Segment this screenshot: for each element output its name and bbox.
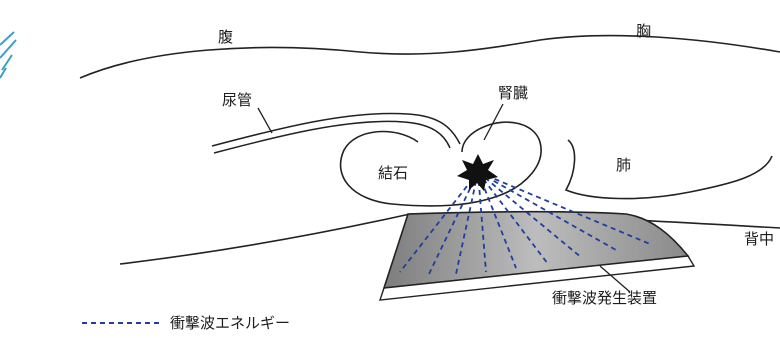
legend-dash-line <box>82 321 160 324</box>
label-abdomen: 腹 <box>218 28 234 46</box>
legend: 衝撃波エネルギー <box>82 312 290 333</box>
device-base <box>378 255 696 301</box>
leader-lines <box>257 103 631 293</box>
label-back: 背中 <box>744 230 775 248</box>
lung-outline <box>564 139 773 200</box>
label-chest: 胸 <box>636 22 652 40</box>
label-stone: 結石 <box>378 164 409 182</box>
legend-label: 衝撃波エネルギー <box>170 314 291 332</box>
label-ureter: 尿管 <box>222 91 253 109</box>
label-device: 衝撃波発生装置 <box>552 289 658 307</box>
blue-decoration <box>0 31 17 79</box>
label-kidney: 腎臓 <box>498 84 529 102</box>
ureter <box>211 112 461 154</box>
kidney-stone <box>457 154 498 191</box>
body-outline <box>79 34 780 79</box>
shockwave-device <box>382 210 690 289</box>
label-lung: 肺 <box>616 156 632 174</box>
